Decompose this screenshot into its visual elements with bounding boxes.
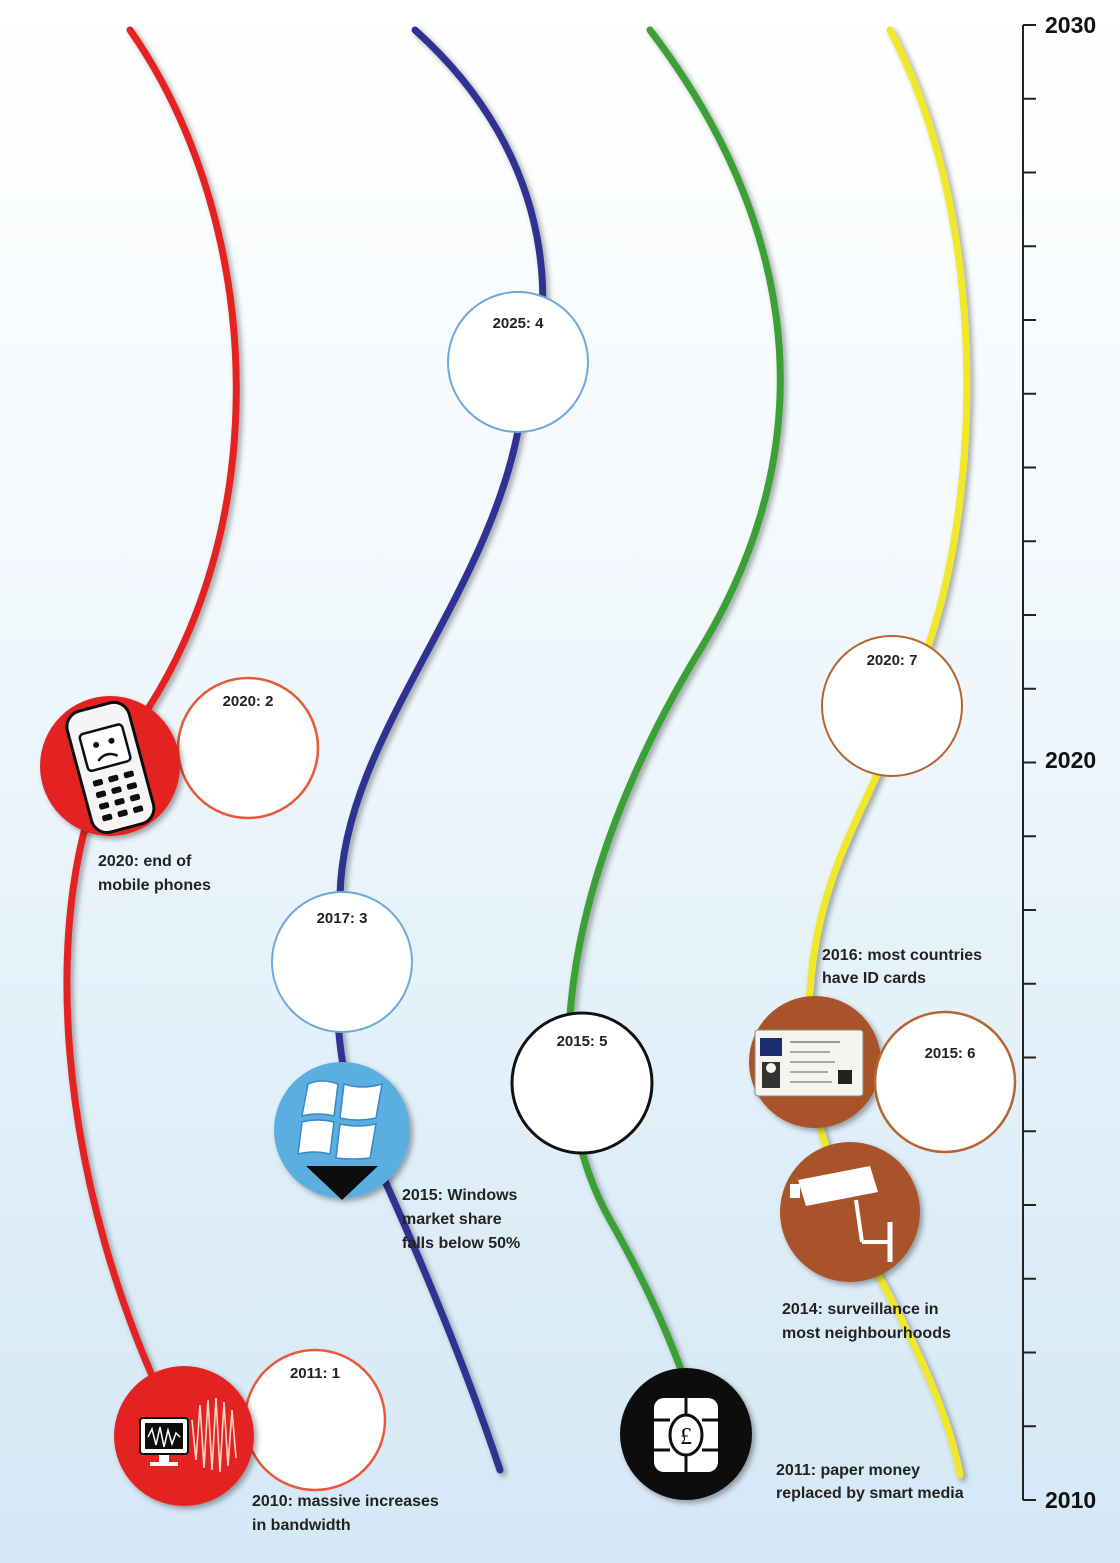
marker-label: 2015: 6 <box>925 1045 976 1062</box>
green-strand <box>565 26 784 1384</box>
marker-2020-7: 2020: 7 <box>821 635 963 777</box>
event-money-label-1: 2011: paper money <box>776 1462 920 1479</box>
event-surveillance-label-1: 2014: surveillance in <box>782 1301 939 1318</box>
event-mobile-phones <box>40 696 180 836</box>
marker-circle <box>447 291 589 433</box>
year-axis: 2030 2020 2010 <box>1022 12 1096 1513</box>
marker-2011-1: 2011: 1 <box>243 1348 387 1492</box>
axis-label-2030: 2030 <box>1045 12 1096 38</box>
marker-label: 2020: 7 <box>867 652 918 669</box>
event-idcards-label-2: have ID cards <box>822 970 926 987</box>
marker-label: 2020: 2 <box>223 693 274 710</box>
yellow-strand <box>802 26 971 1479</box>
marker-2017-3: 2017: 3 <box>271 891 413 1033</box>
event-mobile-label-1: 2020: end of <box>98 853 192 870</box>
axis-label-2020: 2020 <box>1045 747 1096 773</box>
marker-2020-2: 2020: 2 <box>176 676 320 820</box>
event-smart-money: £ <box>620 1368 752 1500</box>
marker-label: 2017: 3 <box>317 910 368 927</box>
marker-2025-4: 2025: 4 <box>447 291 589 433</box>
marker-2015-5: 2015: 5 <box>510 1011 654 1155</box>
event-bandwidth-label-1: 2010: massive increases <box>252 1493 439 1510</box>
marker-label: 2015: 5 <box>557 1033 608 1050</box>
event-windows-label-2: market share <box>402 1211 502 1228</box>
event-surveillance-label-2: most neighbourhoods <box>782 1325 951 1342</box>
axis-label-2010: 2010 <box>1045 1487 1096 1513</box>
event-money-label-2: replaced by smart media <box>776 1485 964 1502</box>
event-windows-label-1: 2015: Windows <box>402 1187 518 1204</box>
blue-strand <box>332 26 547 1474</box>
event-bandwidth <box>114 1366 254 1506</box>
event-bandwidth-label-2: in bandwidth <box>252 1517 351 1534</box>
event-mobile-label-2: mobile phones <box>98 877 211 894</box>
marker-label: 2011: 1 <box>290 1365 340 1382</box>
marker-circle <box>271 891 413 1033</box>
marker-circle <box>873 1010 1017 1154</box>
event-surveillance <box>780 1142 920 1282</box>
marker-label: 2025: 4 <box>493 315 545 332</box>
event-idcards-label-1: 2016: most countries <box>822 947 982 964</box>
marker-circle <box>510 1011 654 1155</box>
event-id-cards <box>749 996 881 1128</box>
event-windows <box>274 1062 410 1200</box>
marker-circle <box>821 635 963 777</box>
cctv-camera-icon <box>780 1142 920 1282</box>
marker-circle <box>176 676 320 820</box>
svg-text:£: £ <box>680 1424 692 1450</box>
marker-2015-6: 2015: 6 <box>873 1010 1017 1154</box>
event-windows-label-3: falls below 50% <box>402 1235 520 1252</box>
